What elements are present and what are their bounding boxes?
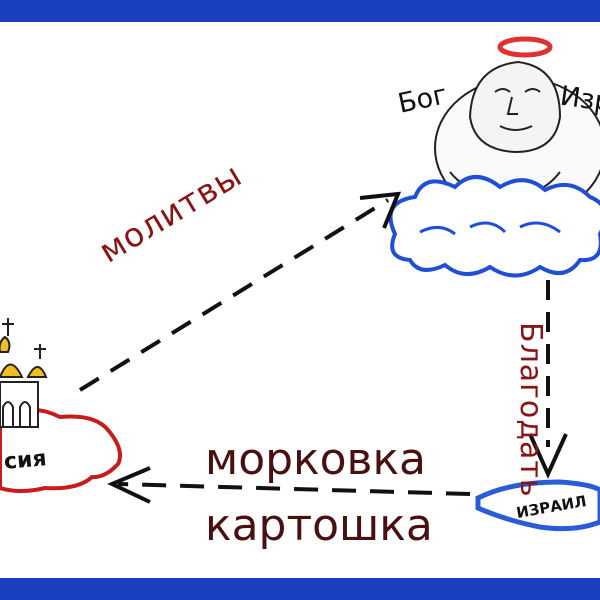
arrow-grace [528, 280, 568, 479]
russia-map-icon [0, 407, 122, 493]
halo-icon [497, 36, 553, 58]
label-grace: Благодать [513, 322, 548, 498]
diagram-canvas: Бог Изр молитвы Благодать морковка карто… [0, 22, 600, 578]
arrow-goods [107, 466, 471, 504]
israel-map-icon [475, 479, 600, 532]
label-carrot: морковка [205, 434, 427, 485]
church-icon [0, 318, 48, 428]
label-potato: картошка [205, 500, 433, 551]
diagram-drawing [0, 36, 600, 532]
cloud-icon [388, 175, 600, 278]
label-russia: сия [2, 446, 48, 475]
arrow-prayers [78, 191, 402, 392]
